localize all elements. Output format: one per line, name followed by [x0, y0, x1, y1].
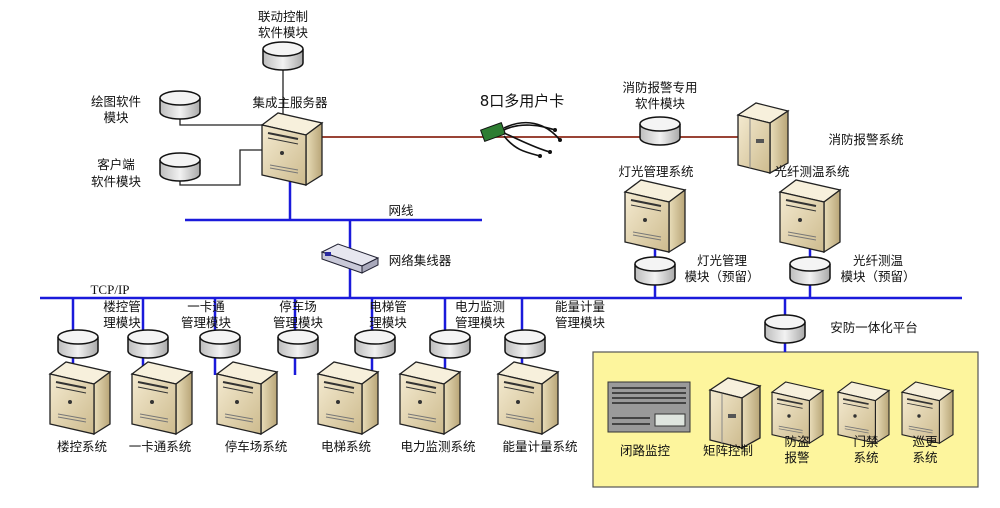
fiber-module-cylinder: [789, 256, 831, 286]
module-label: 理模块: [103, 315, 141, 330]
linkage-module-label: 联动控制: [258, 9, 308, 24]
security-label: 矩阵控制: [703, 443, 753, 458]
subsystem-module-cylinder: [127, 329, 169, 359]
lighting-system-label: 灯光管理系统: [618, 164, 693, 179]
drawing-module-label: 绘图软件: [91, 94, 141, 109]
fire-alarm-server: [737, 102, 789, 174]
card-label: 8口多用户卡: [480, 92, 565, 110]
subsystem-module-cylinder: [277, 329, 319, 359]
subsystem-module-cylinder: [354, 329, 396, 359]
fiber-module-label: 模块（预留）: [840, 269, 915, 284]
subsystem-server: [131, 361, 193, 435]
lighting-system-server: [624, 179, 686, 253]
security-platform-label: 安防一体化平台: [830, 320, 918, 335]
security-label: 门禁: [853, 434, 878, 449]
module-label: 管理模块: [181, 315, 232, 330]
subsystem-server: [216, 361, 278, 435]
lighting-module-label: 模块（预留）: [684, 269, 759, 284]
fire-module-cylinder: [639, 116, 681, 146]
main-server: [261, 112, 323, 186]
security-platform-cylinder: [764, 314, 806, 344]
module-label: 电梯管: [369, 299, 407, 314]
main-server-label: 集成主服务器: [252, 95, 328, 110]
security-label: 防盗: [784, 434, 809, 449]
security-label: 系统: [853, 450, 878, 465]
tcp-ip-label: TCP/IP: [90, 282, 129, 297]
drawing-module-label: 模块: [103, 110, 129, 125]
security-label: 闭路监控: [620, 443, 671, 458]
lighting-module-cylinder: [634, 256, 676, 286]
fire-module-label: 软件模块: [635, 96, 686, 111]
subsystem-module-cylinder: [199, 329, 241, 359]
fiber-system-server: [779, 179, 841, 253]
module-label: 理模块: [369, 315, 407, 330]
subsystem-server: [399, 361, 461, 435]
system-label: 一卡通系统: [129, 439, 192, 454]
net-cable-label: 网线: [388, 203, 414, 218]
matrix-control-server: [709, 377, 761, 449]
system-label: 能量计量系统: [502, 439, 577, 454]
drawing-module-cylinder: [159, 90, 201, 120]
fire-system-label: 消防报警系统: [828, 132, 903, 147]
module-label: 管理模块: [555, 315, 606, 330]
system-label: 楼控系统: [57, 439, 107, 454]
network-hub-icon: [320, 243, 380, 274]
linkage-module-label: 软件模块: [258, 25, 309, 40]
cctv-dvr-icon: [607, 381, 691, 433]
subsystem-server: [497, 361, 559, 435]
security-label: 系统: [912, 450, 937, 465]
fiber-module-label: 光纤测温: [853, 253, 904, 268]
subsystem-server: [317, 361, 379, 435]
lighting-module-label: 灯光管理: [697, 253, 748, 268]
client-module-label: 软件模块: [91, 174, 142, 189]
module-label: 能量计量: [555, 299, 605, 314]
subsystem-module-cylinder: [504, 329, 546, 359]
module-label: 管理模块: [455, 315, 506, 330]
module-label: 管理模块: [273, 315, 324, 330]
system-label: 停车场系统: [225, 439, 288, 454]
linkage-module-cylinder: [262, 41, 304, 71]
system-label: 电梯系统: [321, 439, 371, 454]
fire-module-label: 消防报警专用: [622, 80, 697, 95]
security-label: 报警: [784, 450, 809, 465]
multiport-card-icon: [479, 121, 562, 158]
system-label: 电力监测系统: [400, 439, 475, 454]
subsystem-module-cylinder: [429, 329, 471, 359]
security-label: 巡更: [912, 434, 938, 449]
module-label: 电力监测: [455, 299, 505, 314]
client-module-cylinder: [159, 152, 201, 182]
subsystem-module-cylinder: [57, 329, 99, 359]
module-label: 停车场: [279, 299, 317, 314]
fiber-system-label: 光纤测温系统: [774, 164, 849, 179]
hub-label: 网络集线器: [389, 253, 452, 268]
subsystem-server: [49, 361, 111, 435]
module-label: 楼控管: [103, 299, 141, 314]
module-label: 一卡通: [187, 299, 225, 314]
client-module-label: 客户端: [97, 157, 135, 172]
